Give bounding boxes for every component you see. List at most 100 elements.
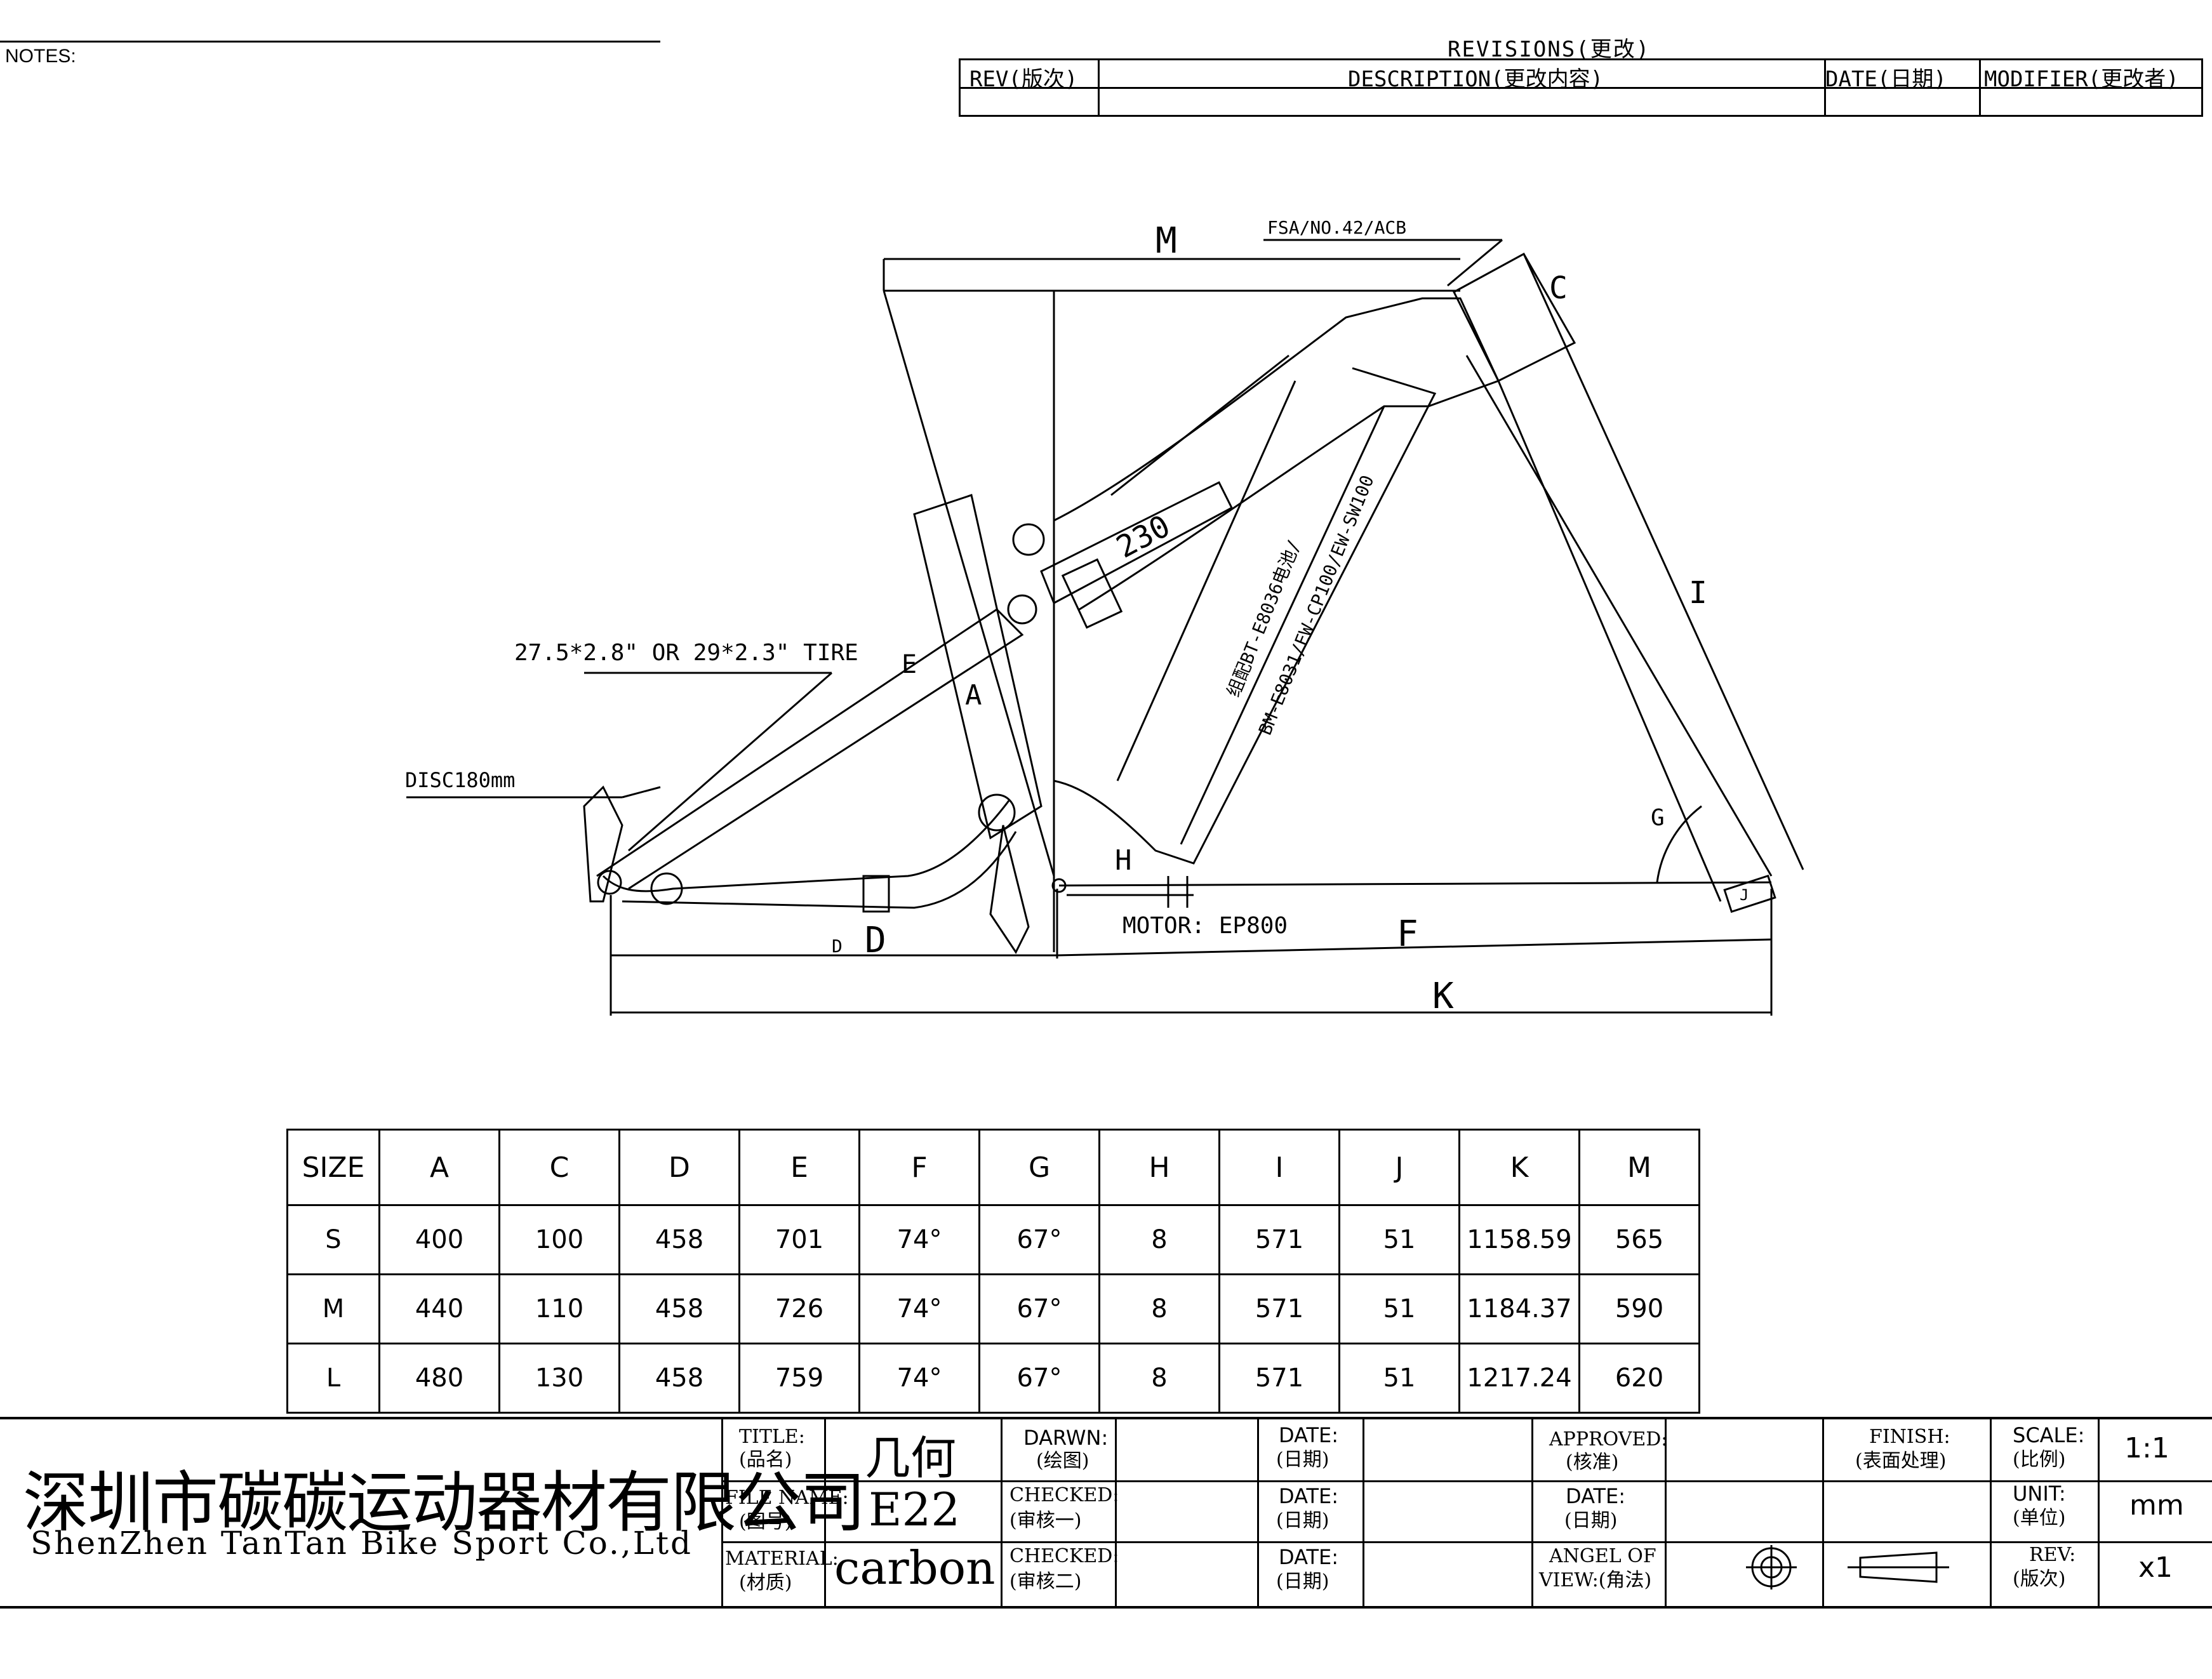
checked2-label: CHECKED:: [1009, 1545, 1119, 1567]
date-label-4: DATE:: [1279, 1545, 1339, 1569]
company-name-cn: 深圳市碳碳运动器材有限公司: [23, 1464, 866, 1541]
geo-cell: 67°: [978, 1273, 1100, 1344]
projection-symbol-icon: [1746, 1545, 1949, 1589]
geo-cell: 100: [498, 1204, 620, 1275]
geo-cell: 571: [1218, 1343, 1340, 1414]
dim-lines: [610, 889, 1773, 1016]
geo-cell: L: [286, 1343, 380, 1414]
date-label-2-cn: (日期): [1276, 1510, 1329, 1532]
geo-cell: 590: [1578, 1273, 1700, 1344]
geo-cell: 67°: [978, 1204, 1100, 1275]
head-tube: [1453, 252, 1804, 902]
geo-header: G: [978, 1129, 1100, 1206]
notes-label: NOTES:: [5, 46, 76, 67]
geo-cell: 440: [378, 1273, 500, 1344]
label-headset: FSA/NO.42/ACB: [1267, 217, 1406, 238]
revisions-table: REV(版次) DESCRIPTION(更改内容) DATE(日期) MODIF…: [959, 58, 2203, 117]
rev-header-date: DATE(日期): [1825, 67, 1947, 92]
geometry-header-row: SIZE A C D E F G H I J K M: [286, 1129, 1700, 1206]
material-label-cn: (材质): [739, 1572, 792, 1594]
geo-cell: 8: [1098, 1343, 1220, 1414]
geo-cell: 130: [498, 1343, 620, 1414]
geo-header: I: [1218, 1129, 1340, 1206]
geo-cell: 759: [738, 1343, 860, 1414]
date-label-1-cn: (日期): [1276, 1449, 1329, 1471]
rev-label: REV:: [2029, 1544, 2076, 1566]
drawn-label: DARWN:: [1023, 1426, 1109, 1450]
geo-cell: 67°: [978, 1343, 1100, 1414]
geo-header: M: [1578, 1129, 1700, 1206]
geo-cell: 74°: [858, 1204, 980, 1275]
seat-tube: [913, 494, 1045, 840]
label-g: G: [1651, 805, 1665, 831]
notes-rule: [0, 41, 660, 43]
material-value: carbon: [834, 1541, 996, 1595]
approved-label: APPROVED:: [1549, 1428, 1668, 1450]
label-disc: DISC180mm: [405, 768, 515, 792]
date-label-4-cn: (日期): [1276, 1570, 1329, 1593]
file-name-label-cn: (图号): [739, 1511, 792, 1533]
geo-cell: 571: [1218, 1204, 1340, 1275]
top-tube: [1053, 297, 1500, 611]
geometry-table: SIZE A C D E F G H I J K M S 400 100 458…: [286, 1129, 1700, 1414]
approved-label-cn: (核准): [1566, 1451, 1619, 1473]
title-value: 几何: [865, 1431, 957, 1485]
geo-cell: 51: [1338, 1273, 1460, 1344]
geo-cell: 400: [378, 1204, 500, 1275]
geo-cell: 1184.37: [1458, 1273, 1580, 1344]
rev-label-cn: (版次): [2013, 1568, 2066, 1590]
bottom-bracket: [1051, 876, 1772, 908]
tire-leader: [584, 672, 832, 852]
geo-header: H: [1098, 1129, 1220, 1206]
rev-header-rev: REV(版次): [969, 67, 1078, 92]
unit-label-cn: (单位): [2013, 1507, 2066, 1529]
geo-cell: 110: [498, 1273, 620, 1344]
geo-cell: 458: [618, 1273, 740, 1344]
geo-cell: 74°: [858, 1343, 980, 1414]
checked1-label-cn: (审核一): [1009, 1510, 1082, 1532]
label-f: F: [1397, 913, 1418, 955]
drawn-label-cn: (绘图): [1036, 1450, 1089, 1472]
angle-label-cn: VIEW:(角法): [1539, 1569, 1652, 1591]
date-label-3: DATE:: [1566, 1484, 1626, 1508]
geo-header: K: [1458, 1129, 1580, 1206]
unit-value: mm: [2129, 1489, 2184, 1522]
geo-header: A: [378, 1129, 500, 1206]
table-row: L 480 130 458 759 74° 67° 8 571 51 1217.…: [286, 1343, 1700, 1414]
disc-leader: [406, 786, 661, 799]
label-e: E: [902, 650, 917, 679]
title-block: [0, 1417, 2212, 1609]
file-name-value: E22: [869, 1483, 961, 1536]
label-shock-length: 230: [1110, 508, 1176, 565]
scale-label: SCALE:: [2013, 1423, 2085, 1447]
scale-value: 1:1: [2124, 1432, 2169, 1464]
rev-header-modifier: MODIFIER(更改者): [1984, 67, 2179, 92]
geo-cell: 480: [378, 1343, 500, 1414]
geo-cell: 571: [1218, 1273, 1340, 1344]
geo-cell: 51: [1338, 1204, 1460, 1275]
angle-label: ANGEL OF: [1549, 1545, 1656, 1567]
date-label-2: DATE:: [1279, 1484, 1339, 1508]
unit-label: UNIT:: [2013, 1482, 2066, 1506]
geo-cell: M: [286, 1273, 380, 1344]
geo-cell: S: [286, 1204, 380, 1275]
title-label: TITLE:: [739, 1426, 805, 1448]
dim-m: [883, 258, 1460, 952]
checked2-label-cn: (审核二): [1009, 1570, 1082, 1593]
geo-header: SIZE: [286, 1129, 380, 1206]
label-d-small: D: [832, 936, 843, 957]
geo-cell: 565: [1578, 1204, 1700, 1275]
geo-cell: 1217.24: [1458, 1343, 1580, 1414]
material-label: MATERIAL:: [725, 1548, 839, 1570]
title-label-cn: (品名): [739, 1449, 792, 1471]
label-tire: 27.5*2.8" OR 29*2.3" TIRE: [514, 640, 858, 666]
geo-header: F: [858, 1129, 980, 1206]
scale-label-cn: (比例): [2013, 1449, 2066, 1471]
label-j: J: [1740, 886, 1749, 904]
label-m: M: [1156, 220, 1177, 262]
geo-cell: 458: [618, 1343, 740, 1414]
label-d: D: [865, 920, 886, 961]
label-i: I: [1689, 575, 1707, 611]
geo-cell: 51: [1338, 1343, 1460, 1414]
geo-cell: 1158.59: [1458, 1204, 1580, 1275]
